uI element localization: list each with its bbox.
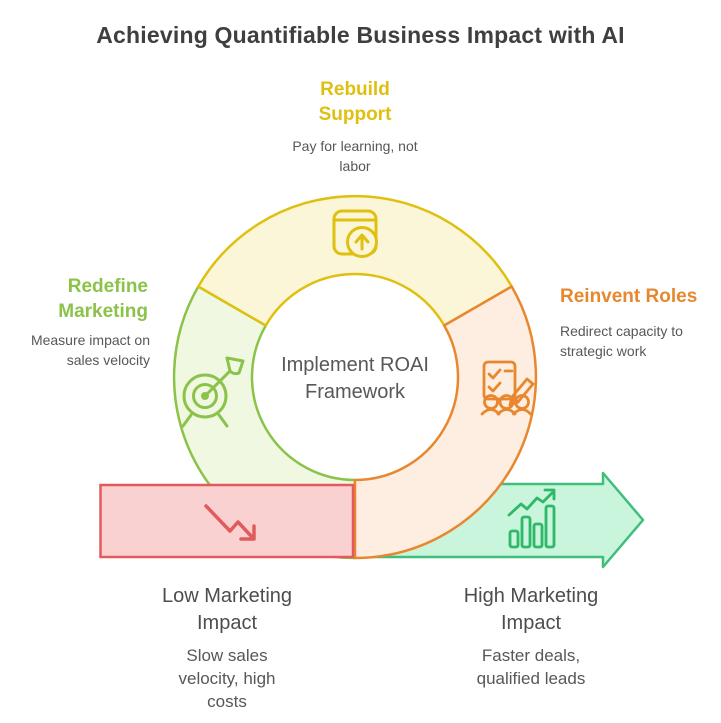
segment-desc-reinvent-roles: Redirect capacity to strategic work [560, 323, 683, 359]
target-dart-icon [181, 356, 245, 428]
flow-label-low-impact: Low Marketing Impact [161, 585, 293, 634]
ring-center-label: Implement ROAI Framework [281, 354, 429, 403]
flow-desc-high-impact: Faster deals, qualified leads [476, 646, 586, 688]
segment-heading-redefine-marketing: Redefine Marketing [58, 276, 148, 322]
segment-heading-reinvent-roles: Reinvent Roles [560, 286, 698, 307]
segment-desc-rebuild-support: Pay for learning, not labor [292, 138, 418, 174]
segment-desc-redefine-marketing: Measure impact on sales velocity [30, 332, 150, 368]
flow-band-low [99, 483, 355, 559]
segment-heading-rebuild-support: Rebuild Support [318, 79, 392, 125]
flow-label-high-impact: High Marketing Impact [463, 585, 599, 634]
flow-desc-low-impact: Slow sales velocity, high costs [178, 646, 276, 711]
bar-chart-up-icon [507, 488, 556, 549]
checklist-team-icon [480, 360, 535, 416]
ring-segment-support [197, 194, 513, 327]
page-title: Achieving Quantifiable Business Impact w… [96, 22, 625, 48]
trend-down-icon [204, 504, 256, 541]
ring-segment-roles [353, 285, 538, 560]
book-upload-icon [332, 209, 378, 258]
